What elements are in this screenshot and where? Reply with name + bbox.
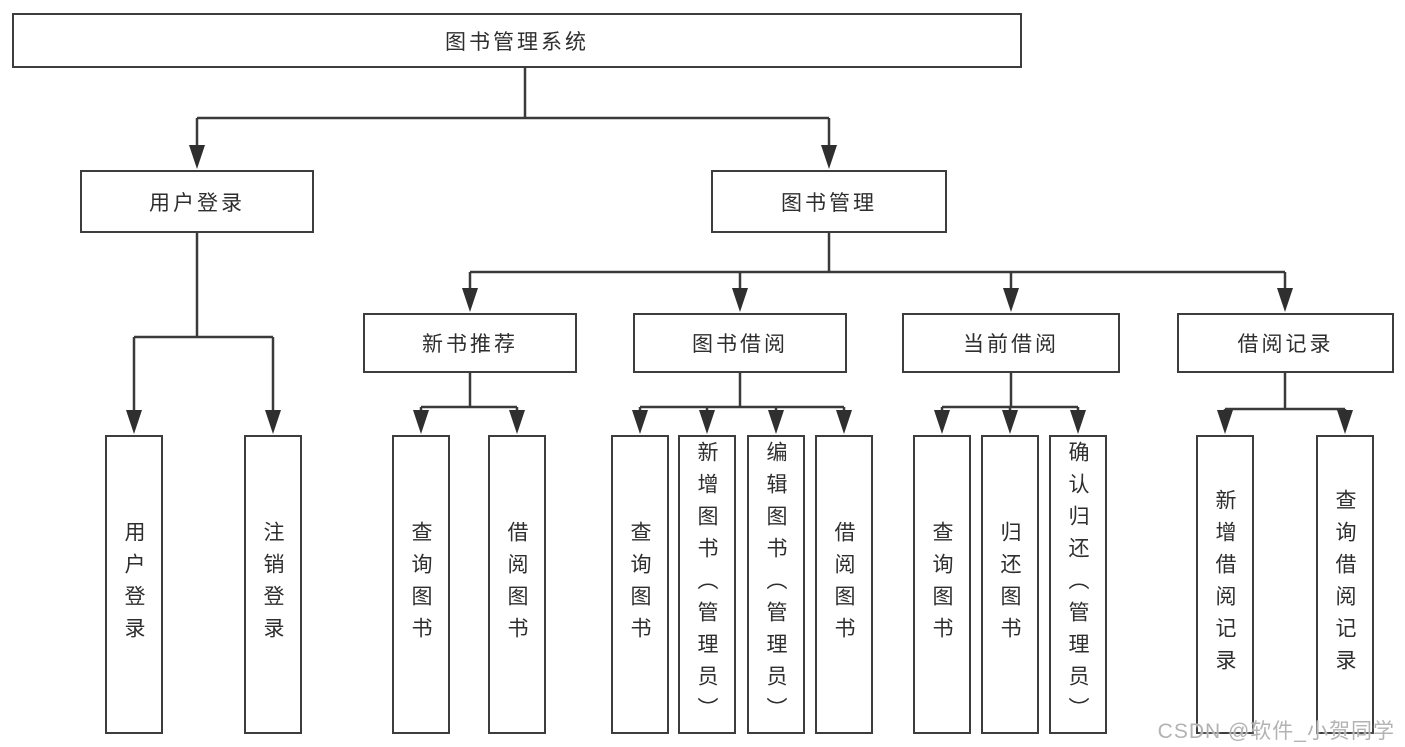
leaf-user-login: 用户登录 (105, 435, 163, 734)
connector-bookmgmt-split (468, 233, 1287, 295)
leaf-recommend-query-books: 查询图书 (392, 435, 450, 734)
arrow-down-icon (189, 145, 205, 169)
leaf-current-query-books: 查询图书 (913, 435, 971, 734)
arrow-down-icon (462, 288, 478, 312)
leaf-borrow-add-books-admin: 新增图书（管理员） (678, 435, 736, 734)
arrow-down-icon (1002, 410, 1018, 434)
leaf-borrow-borrow-books: 借阅图书 (815, 435, 873, 734)
arrow-down-icon (836, 410, 852, 434)
arrow-down-icon (1070, 410, 1086, 434)
node-book-borrow: 图书借阅 (633, 313, 847, 373)
leaf-borrow-query-books: 查询图书 (611, 435, 669, 734)
leaf-records-query-record: 查询借阅记录 (1316, 435, 1374, 734)
csdn-watermark: CSDN @软件_小贺同学 (1157, 720, 1395, 743)
leaf-current-confirm-return-admin: 确认归还（管理员） (1049, 435, 1107, 734)
connector-borrow-split (638, 373, 846, 418)
leaf-logout: 注销登录 (244, 435, 302, 734)
connector-recommend-split (419, 373, 519, 418)
leaf-current-return-books: 归还图书 (981, 435, 1039, 734)
arrow-down-icon (934, 410, 950, 434)
arrow-down-icon (1217, 410, 1233, 434)
node-root-system: 图书管理系统 (12, 13, 1022, 68)
arrow-down-icon (126, 410, 142, 434)
arrow-down-icon (732, 288, 748, 312)
arrow-down-icon (821, 145, 837, 169)
connector-root-split (195, 68, 831, 152)
leaf-recommend-borrow-books: 借阅图书 (488, 435, 546, 734)
node-user-login: 用户登录 (80, 170, 314, 233)
node-borrow-records: 借阅记录 (1177, 313, 1394, 373)
connector-userlogin-split (132, 233, 275, 418)
arrow-down-icon (1337, 410, 1353, 434)
connector-records-split (1223, 373, 1347, 418)
leaf-borrow-edit-books-admin: 编辑图书（管理员） (747, 435, 805, 734)
arrow-down-icon (632, 410, 648, 434)
leaf-records-add-record: 新增借阅记录 (1196, 435, 1254, 734)
arrow-down-icon (699, 410, 715, 434)
arrowhead-icons (126, 145, 1353, 434)
arrow-down-icon (768, 410, 784, 434)
node-current-borrow: 当前借阅 (902, 313, 1120, 373)
arrow-down-icon (1003, 288, 1019, 312)
arrow-down-icon (1277, 288, 1293, 312)
node-new-book-recommend: 新书推荐 (363, 313, 577, 373)
node-book-management: 图书管理 (711, 170, 947, 233)
arrow-down-icon (413, 410, 429, 434)
arrow-down-icon (265, 410, 281, 434)
arrow-down-icon (509, 410, 525, 434)
